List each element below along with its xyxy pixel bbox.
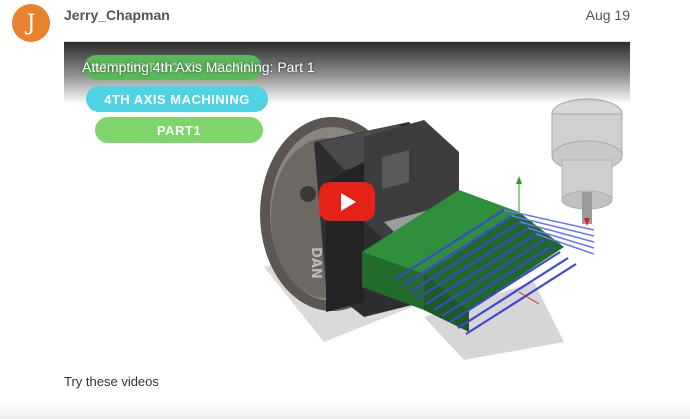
youtube-play-icon[interactable] — [319, 182, 375, 221]
vise-jaw-text: DAN — [308, 247, 323, 279]
video-title[interactable]: Attempting 4th Axis Machining: Part 1 — [82, 59, 315, 75]
post-divider — [0, 401, 690, 419]
post-date[interactable]: Aug 19 — [585, 7, 630, 23]
play-triangle-icon — [341, 192, 356, 211]
post-caption: Try these videos — [64, 374, 159, 389]
video-embed[interactable]: DAN — [64, 41, 630, 362]
post-username[interactable]: Jerry_Chapman — [64, 7, 170, 23]
post-avatar[interactable]: J — [12, 4, 50, 42]
video-banner-ghost: ATTEMPTING TO LEARN — [84, 55, 262, 80]
video-banner-axis: 4TH AXIS MACHINING — [86, 86, 268, 112]
avatar-letter: J — [26, 10, 36, 36]
video-banner-part: PART1 — [95, 117, 263, 143]
